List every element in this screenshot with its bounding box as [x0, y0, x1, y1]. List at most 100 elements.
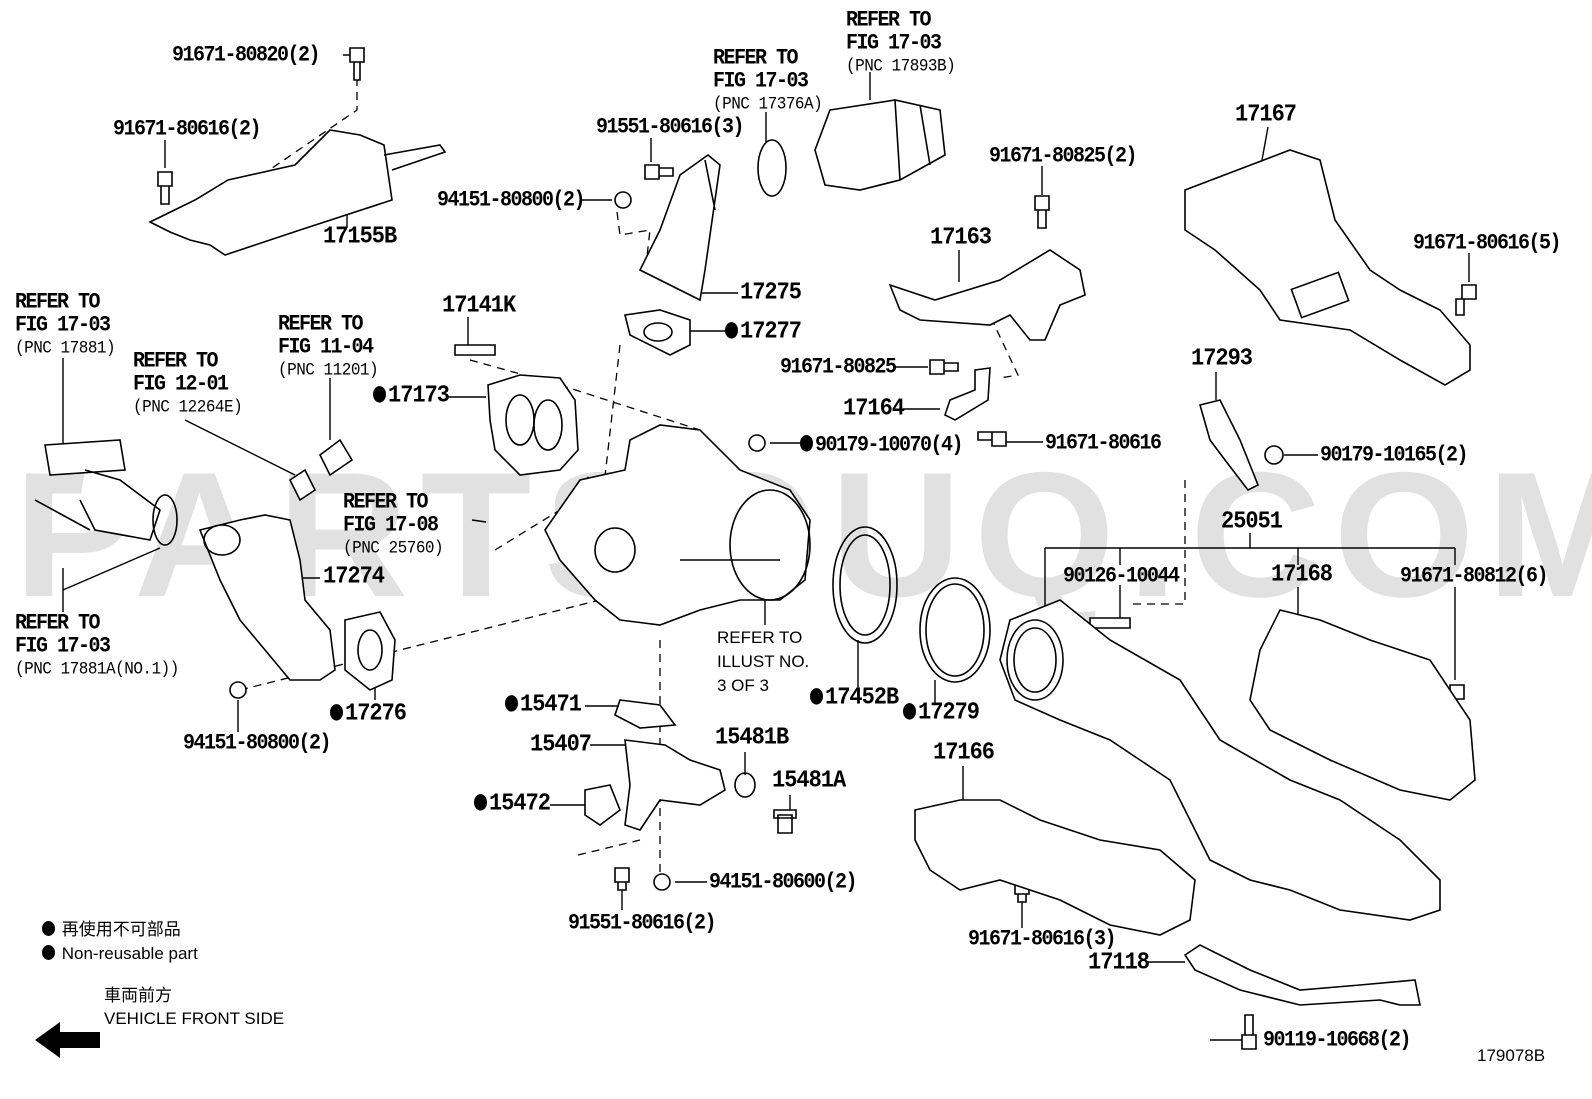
ref-17893B[interactable]: REFER TO FIG 17-03 (PNC 17893B): [846, 7, 956, 78]
label-17452B[interactable]: 17452B: [810, 685, 899, 710]
label-91671-80820-2[interactable]: 91671-80820(2): [172, 42, 321, 69]
non-reusable-dot-icon: [474, 794, 487, 811]
ref-pnc: (PNC 17881A(NO.1)): [15, 659, 179, 680]
label-90119-10668-2[interactable]: 90119-10668(2): [1263, 1027, 1412, 1054]
part-17275: [638, 153, 721, 302]
part-clamp: [152, 494, 178, 546]
part-15472: [584, 784, 621, 826]
part-17277: [624, 309, 691, 356]
part-17155B: [148, 129, 447, 256]
label-94151-80600-2[interactable]: 94151-80600(2): [709, 869, 858, 896]
ref-line: REFER TO: [846, 7, 932, 34]
part-17164: [944, 367, 991, 421]
ref-25760[interactable]: REFER TO FIG 17-08 (PNC 25760): [343, 489, 444, 560]
ref-17376A[interactable]: REFER TO FIG 17-03 (PNC 17376A): [713, 45, 823, 116]
ref-17881[interactable]: REFER TO FIG 17-03 (PNC 17881): [15, 289, 116, 360]
ref-line: FIG 17-03: [15, 634, 111, 660]
non-reusable-dot-icon: [42, 921, 55, 936]
part-15407: [624, 739, 726, 831]
label-17163[interactable]: 17163: [930, 223, 992, 252]
label-25051[interactable]: 25051: [1221, 507, 1283, 536]
label-15481B[interactable]: 15481B: [715, 723, 789, 752]
label-17276[interactable]: 17276: [330, 701, 407, 726]
label-91551-80616-3[interactable]: 91551-80616(3): [596, 114, 745, 141]
direction-en: VEHICLE FRONT SIDE: [104, 1009, 285, 1028]
ref-12264E[interactable]: REFER TO FIG 12-01 (PNC 12264E): [133, 348, 243, 419]
ref-line: REFER TO: [278, 311, 364, 338]
label-15481A[interactable]: 15481A: [772, 766, 846, 795]
part-15481B: [734, 772, 756, 798]
label-91671-80825-2[interactable]: 91671-80825(2): [989, 143, 1138, 170]
label-17164[interactable]: 17164: [843, 394, 905, 423]
ref-pnc: (PNC 17893B): [846, 56, 956, 77]
leader-lines: [62, 54, 1470, 1041]
label-17293[interactable]: 17293: [1191, 344, 1253, 373]
label-17168[interactable]: 17168: [1271, 560, 1333, 589]
label-15407[interactable]: 15407: [530, 730, 592, 759]
ref-line: REFER TO: [713, 45, 799, 72]
label-94151-80800-2[interactable]: 94151-80800(2): [437, 187, 586, 214]
label-17167[interactable]: 17167: [1235, 100, 1297, 129]
ref-11201[interactable]: REFER TO FIG 11-04 (PNC 11201): [278, 311, 379, 382]
label-91671-80616-5[interactable]: 91671-80616(5): [1413, 230, 1562, 257]
nut-icons: [229, 191, 1284, 891]
part-17167: [1184, 149, 1471, 386]
ref-17881A[interactable]: REFER TO FIG 17-03 (PNC 17881A(NO.1)): [15, 612, 179, 681]
label-91671-80616-3[interactable]: 91671-80616(3): [968, 926, 1117, 953]
non-reusable-dot-icon: [810, 688, 823, 705]
label-94151-80800-2-b[interactable]: 94151-80800(2): [183, 730, 332, 757]
label-90179-10070-4[interactable]: 90179-10070(4): [800, 432, 964, 459]
part-17452B: [832, 526, 898, 644]
label-90126-10044[interactable]: 90126-10044: [1063, 563, 1180, 590]
part-17893B: [814, 99, 946, 191]
label-15471[interactable]: 15471: [505, 690, 582, 719]
label-91551-80616-2[interactable]: 91551-80616(2): [568, 910, 717, 937]
non-reusable-dot-icon: [505, 695, 518, 712]
part-17118: [1183, 944, 1421, 1006]
ref-line: REFER TO: [343, 489, 429, 516]
ref-illust-3-of-3[interactable]: REFER TO ILLUST NO. 3 OF 3: [717, 626, 809, 698]
ref-pnc: (PNC 17881): [15, 338, 116, 359]
ref-line: FIG 11-04: [278, 335, 374, 361]
label-91671-80825[interactable]: 91671-80825: [780, 354, 897, 381]
label-17275[interactable]: 17275: [740, 278, 802, 307]
label-17141K[interactable]: 17141K: [442, 291, 516, 320]
part-17166: [914, 799, 1196, 936]
ref-line: FIG 17-03: [713, 69, 809, 95]
label-90179-10165-2[interactable]: 90179-10165(2): [1320, 442, 1469, 469]
part-11201: [318, 438, 354, 477]
label-17118[interactable]: 17118: [1088, 948, 1150, 977]
part-12264E: [288, 468, 317, 502]
label-91671-80616-2[interactable]: 91671-80616(2): [113, 116, 262, 143]
ref-line: REFER TO: [15, 289, 101, 316]
non-reusable-dot-icon: [903, 703, 916, 720]
label-17173[interactable]: 17173: [373, 381, 450, 410]
part-17276: [344, 611, 396, 691]
label-91671-80616[interactable]: 91671-80616: [1045, 430, 1162, 457]
ref-pnc: (PNC 11201): [278, 360, 379, 381]
ref-pnc: (PNC 12264E): [133, 397, 243, 418]
label-15472[interactable]: 15472: [474, 791, 551, 816]
label-17166[interactable]: 17166: [933, 738, 995, 767]
label-text: 17173: [388, 381, 450, 410]
ref-line: FIG 17-08: [343, 513, 439, 539]
label-17279[interactable]: 17279: [903, 700, 980, 725]
label-17155B[interactable]: 17155B: [323, 222, 397, 251]
figure-id: 179078B: [1477, 1046, 1546, 1065]
label-17274[interactable]: 17274: [323, 562, 385, 591]
legend-text: Non-reusable part: [61, 944, 198, 963]
label-91671-80812-6[interactable]: 91671-80812(6): [1400, 563, 1549, 590]
ref-line: FIG 17-03: [15, 313, 111, 339]
legend: 再使用不可部品 Non-reusable part: [42, 918, 198, 966]
ref-pnc: (PNC 17376A): [713, 94, 823, 115]
bolt-icons: [157, 47, 1477, 1050]
label-text: 15471: [520, 690, 582, 719]
vehicle-front-direction: 車両前方 VEHICLE FRONT SIDE: [104, 984, 284, 1030]
non-reusable-dot-icon: [373, 386, 386, 403]
part-15471: [614, 699, 677, 729]
label-text: 90179-10070(4): [815, 432, 964, 459]
non-reusable-dot-icon: [800, 435, 813, 452]
ref-line: REFER TO: [133, 348, 219, 375]
label-17277[interactable]: 17277: [725, 319, 802, 344]
part-25051: [999, 599, 1441, 921]
